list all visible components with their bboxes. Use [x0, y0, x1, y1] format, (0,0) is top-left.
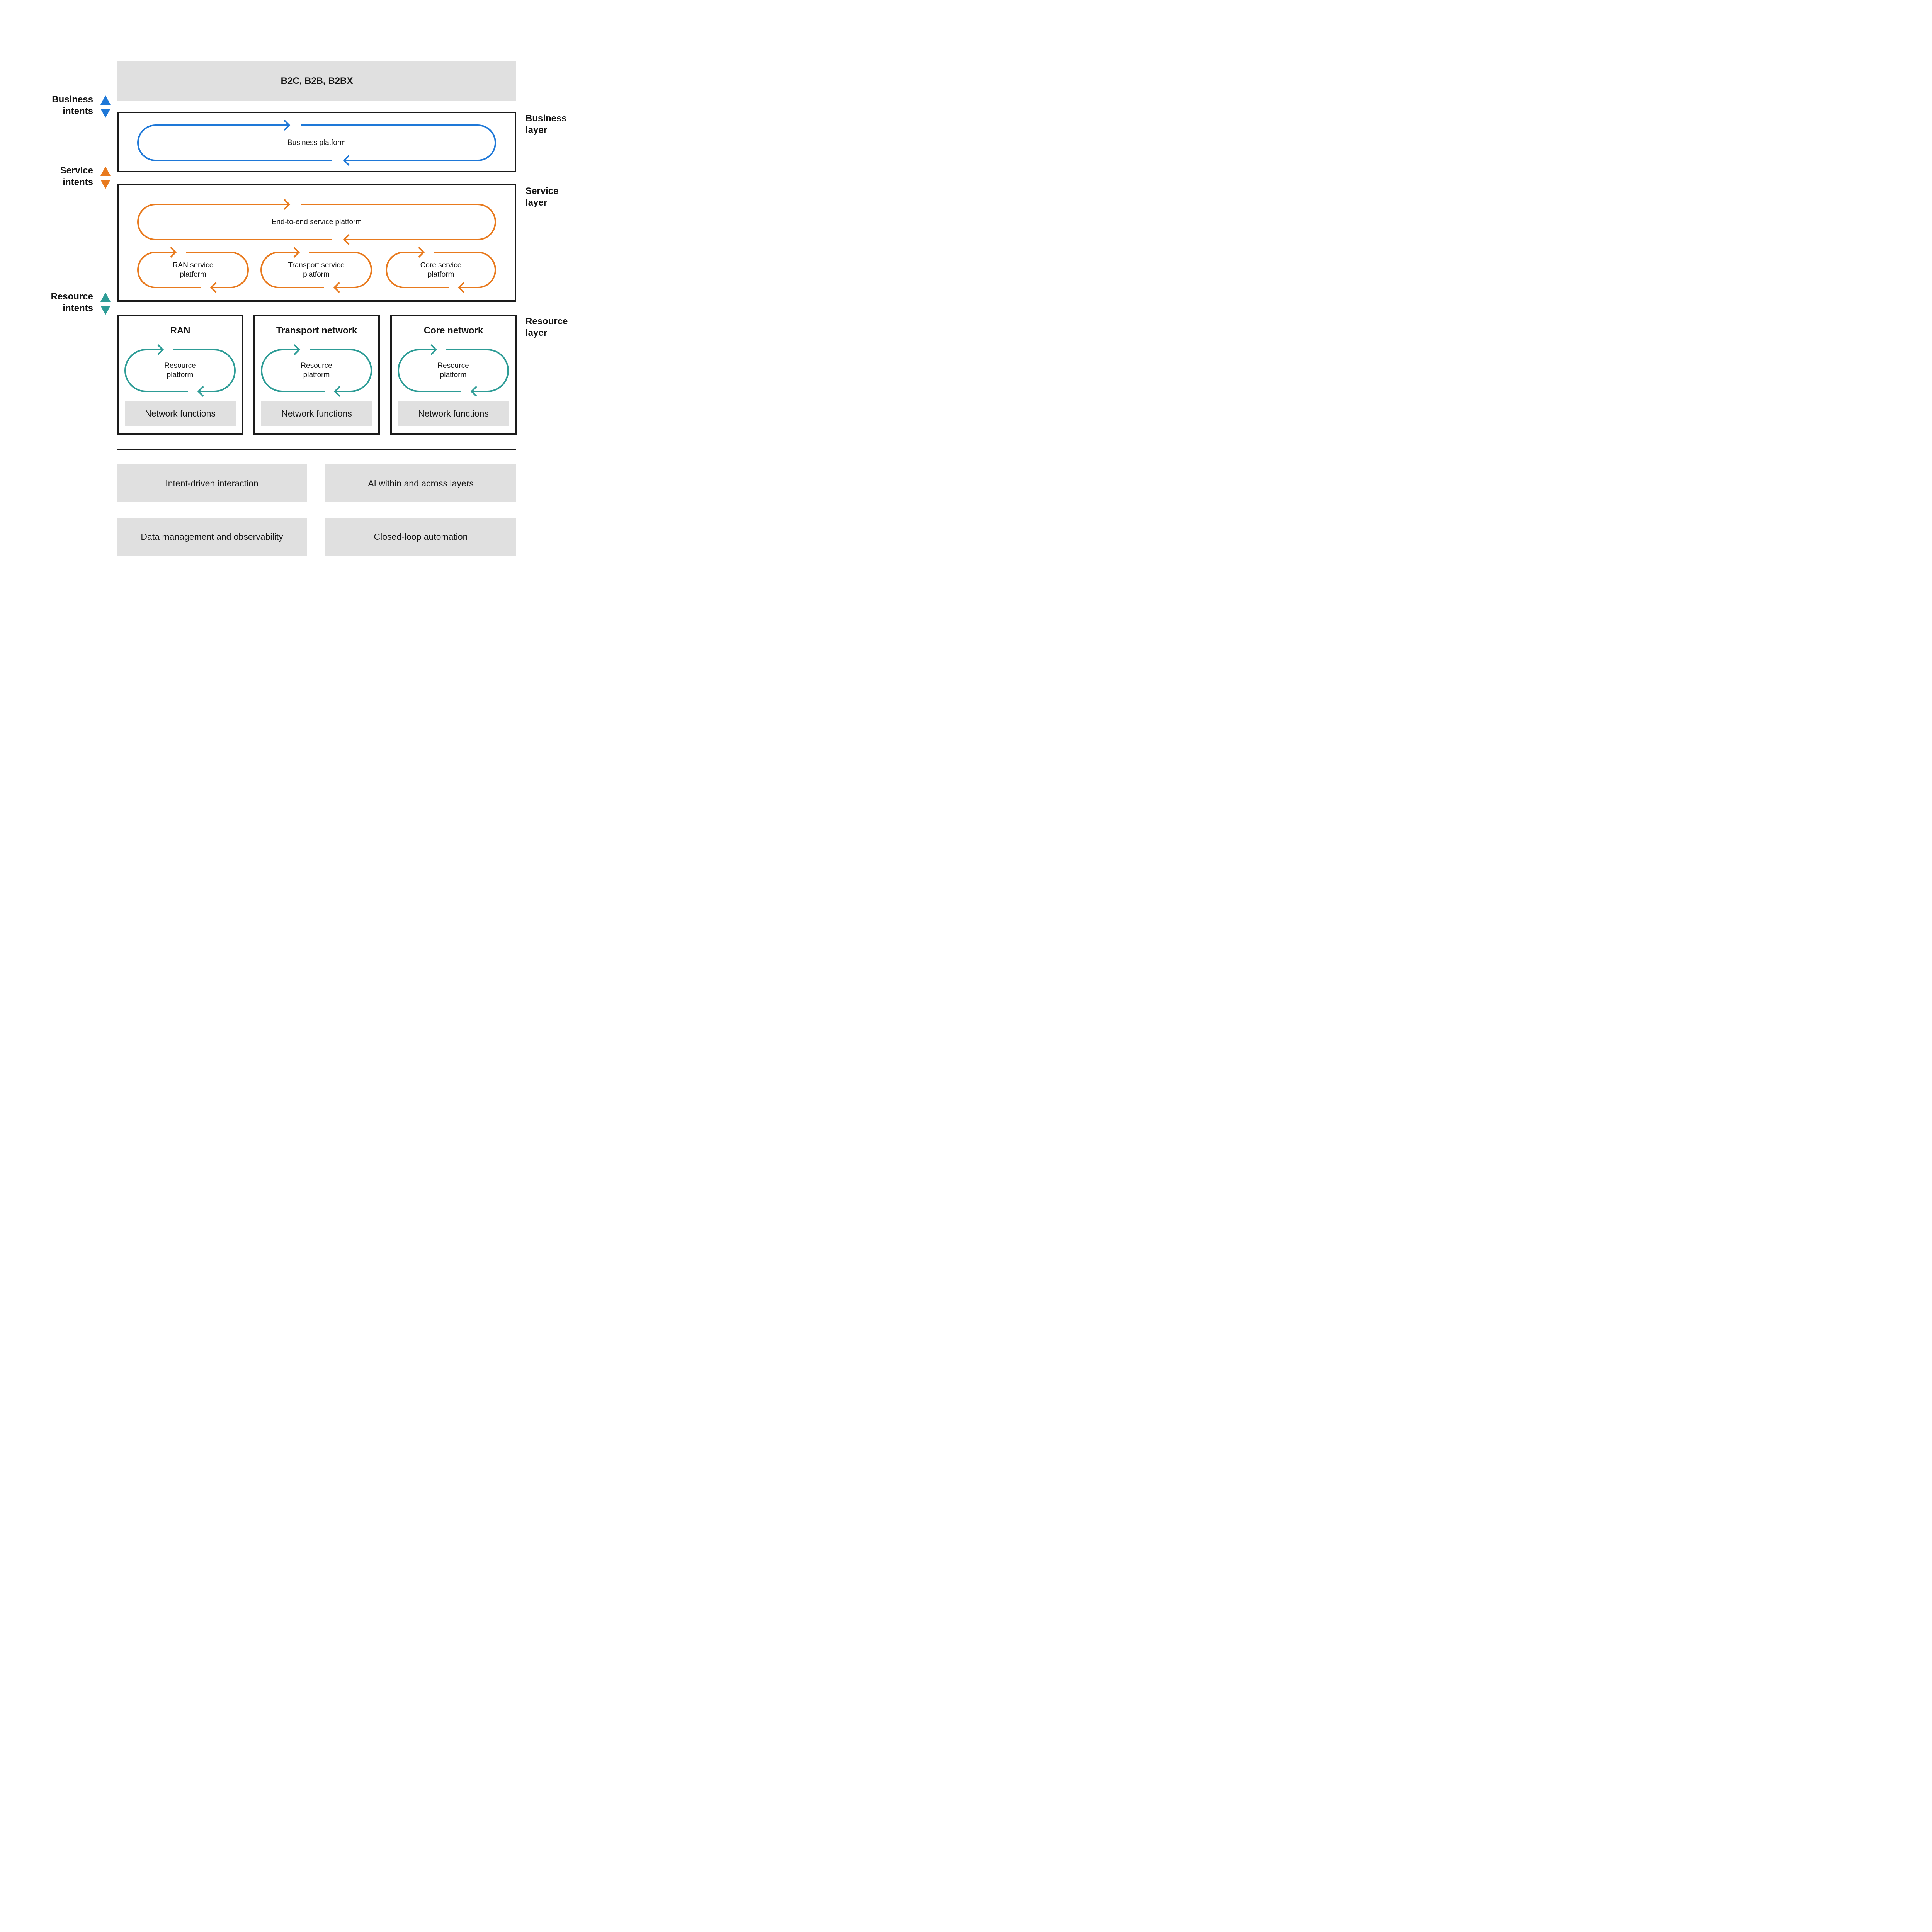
ran-service-platform-label: RAN service platform [172, 261, 214, 279]
business-platform-label: Business platform [287, 138, 346, 147]
resource-intents-down-triangle-icon [100, 306, 111, 315]
transport-network-functions-box: Network functions [261, 401, 372, 426]
transport-service-platform-loop: Transport service platform [260, 247, 372, 293]
section-divider-line [117, 449, 516, 450]
foundation-closed-loop-automation: Closed-loop automation [325, 518, 516, 556]
segments-label: B2C, B2B, B2BX [281, 76, 353, 86]
e2e-service-platform-label: End-to-end service platform [271, 218, 362, 226]
transport-resource-platform-label: Resource platform [301, 362, 332, 379]
resource-intents-up-triangle-icon [100, 293, 111, 302]
business-intents-down-triangle-icon [100, 109, 111, 118]
e2e-service-platform-loop: End-to-end service platform [137, 199, 496, 245]
service-intents-label: Service intents [60, 165, 93, 187]
foundation-ai-within-across-layers: AI within and across layers [325, 464, 516, 502]
core-service-platform-loop: Core service platform [386, 247, 496, 293]
ran-resource-platform-loop: Resource platform [124, 344, 236, 397]
resource-layer-label: Resource layer [526, 316, 568, 338]
ran-title: RAN [170, 325, 190, 336]
core-network-title: Core network [423, 325, 483, 336]
transport-network-title: Transport network [276, 325, 357, 336]
ran-service-platform-loop: RAN service platform [137, 247, 249, 293]
service-intents-down-triangle-icon [100, 180, 111, 189]
service-intents-up-triangle-icon [100, 167, 111, 176]
business-layer-label: Business layer [526, 113, 567, 135]
core-resource-platform-loop: Resource platform [398, 344, 509, 397]
foundation-intent-driven-interaction: Intent-driven interaction [117, 464, 307, 502]
business-platform-loop: Business platform [137, 119, 496, 166]
ran-resource-platform-label: Resource platform [164, 362, 196, 379]
service-layer-label: Service layer [526, 186, 559, 208]
core-service-platform-label: Core service platform [420, 261, 462, 279]
foundation-data-management-observability: Data management and observability [117, 518, 307, 556]
architecture-diagram: B2C, B2B, B2BX Business intents Business… [0, 0, 618, 618]
business-intents-label: Business intents [52, 94, 93, 116]
business-intents-up-triangle-icon [100, 95, 111, 105]
transport-service-platform-label: Transport service platform [288, 261, 345, 279]
transport-resource-platform-loop: Resource platform [261, 344, 372, 397]
resource-intents-label: Resource intents [51, 291, 93, 313]
segments-bar: B2C, B2B, B2BX [117, 61, 516, 101]
core-resource-platform-label: Resource platform [437, 362, 469, 379]
ran-network-functions-box: Network functions [125, 401, 236, 426]
core-network-functions-box: Network functions [398, 401, 509, 426]
